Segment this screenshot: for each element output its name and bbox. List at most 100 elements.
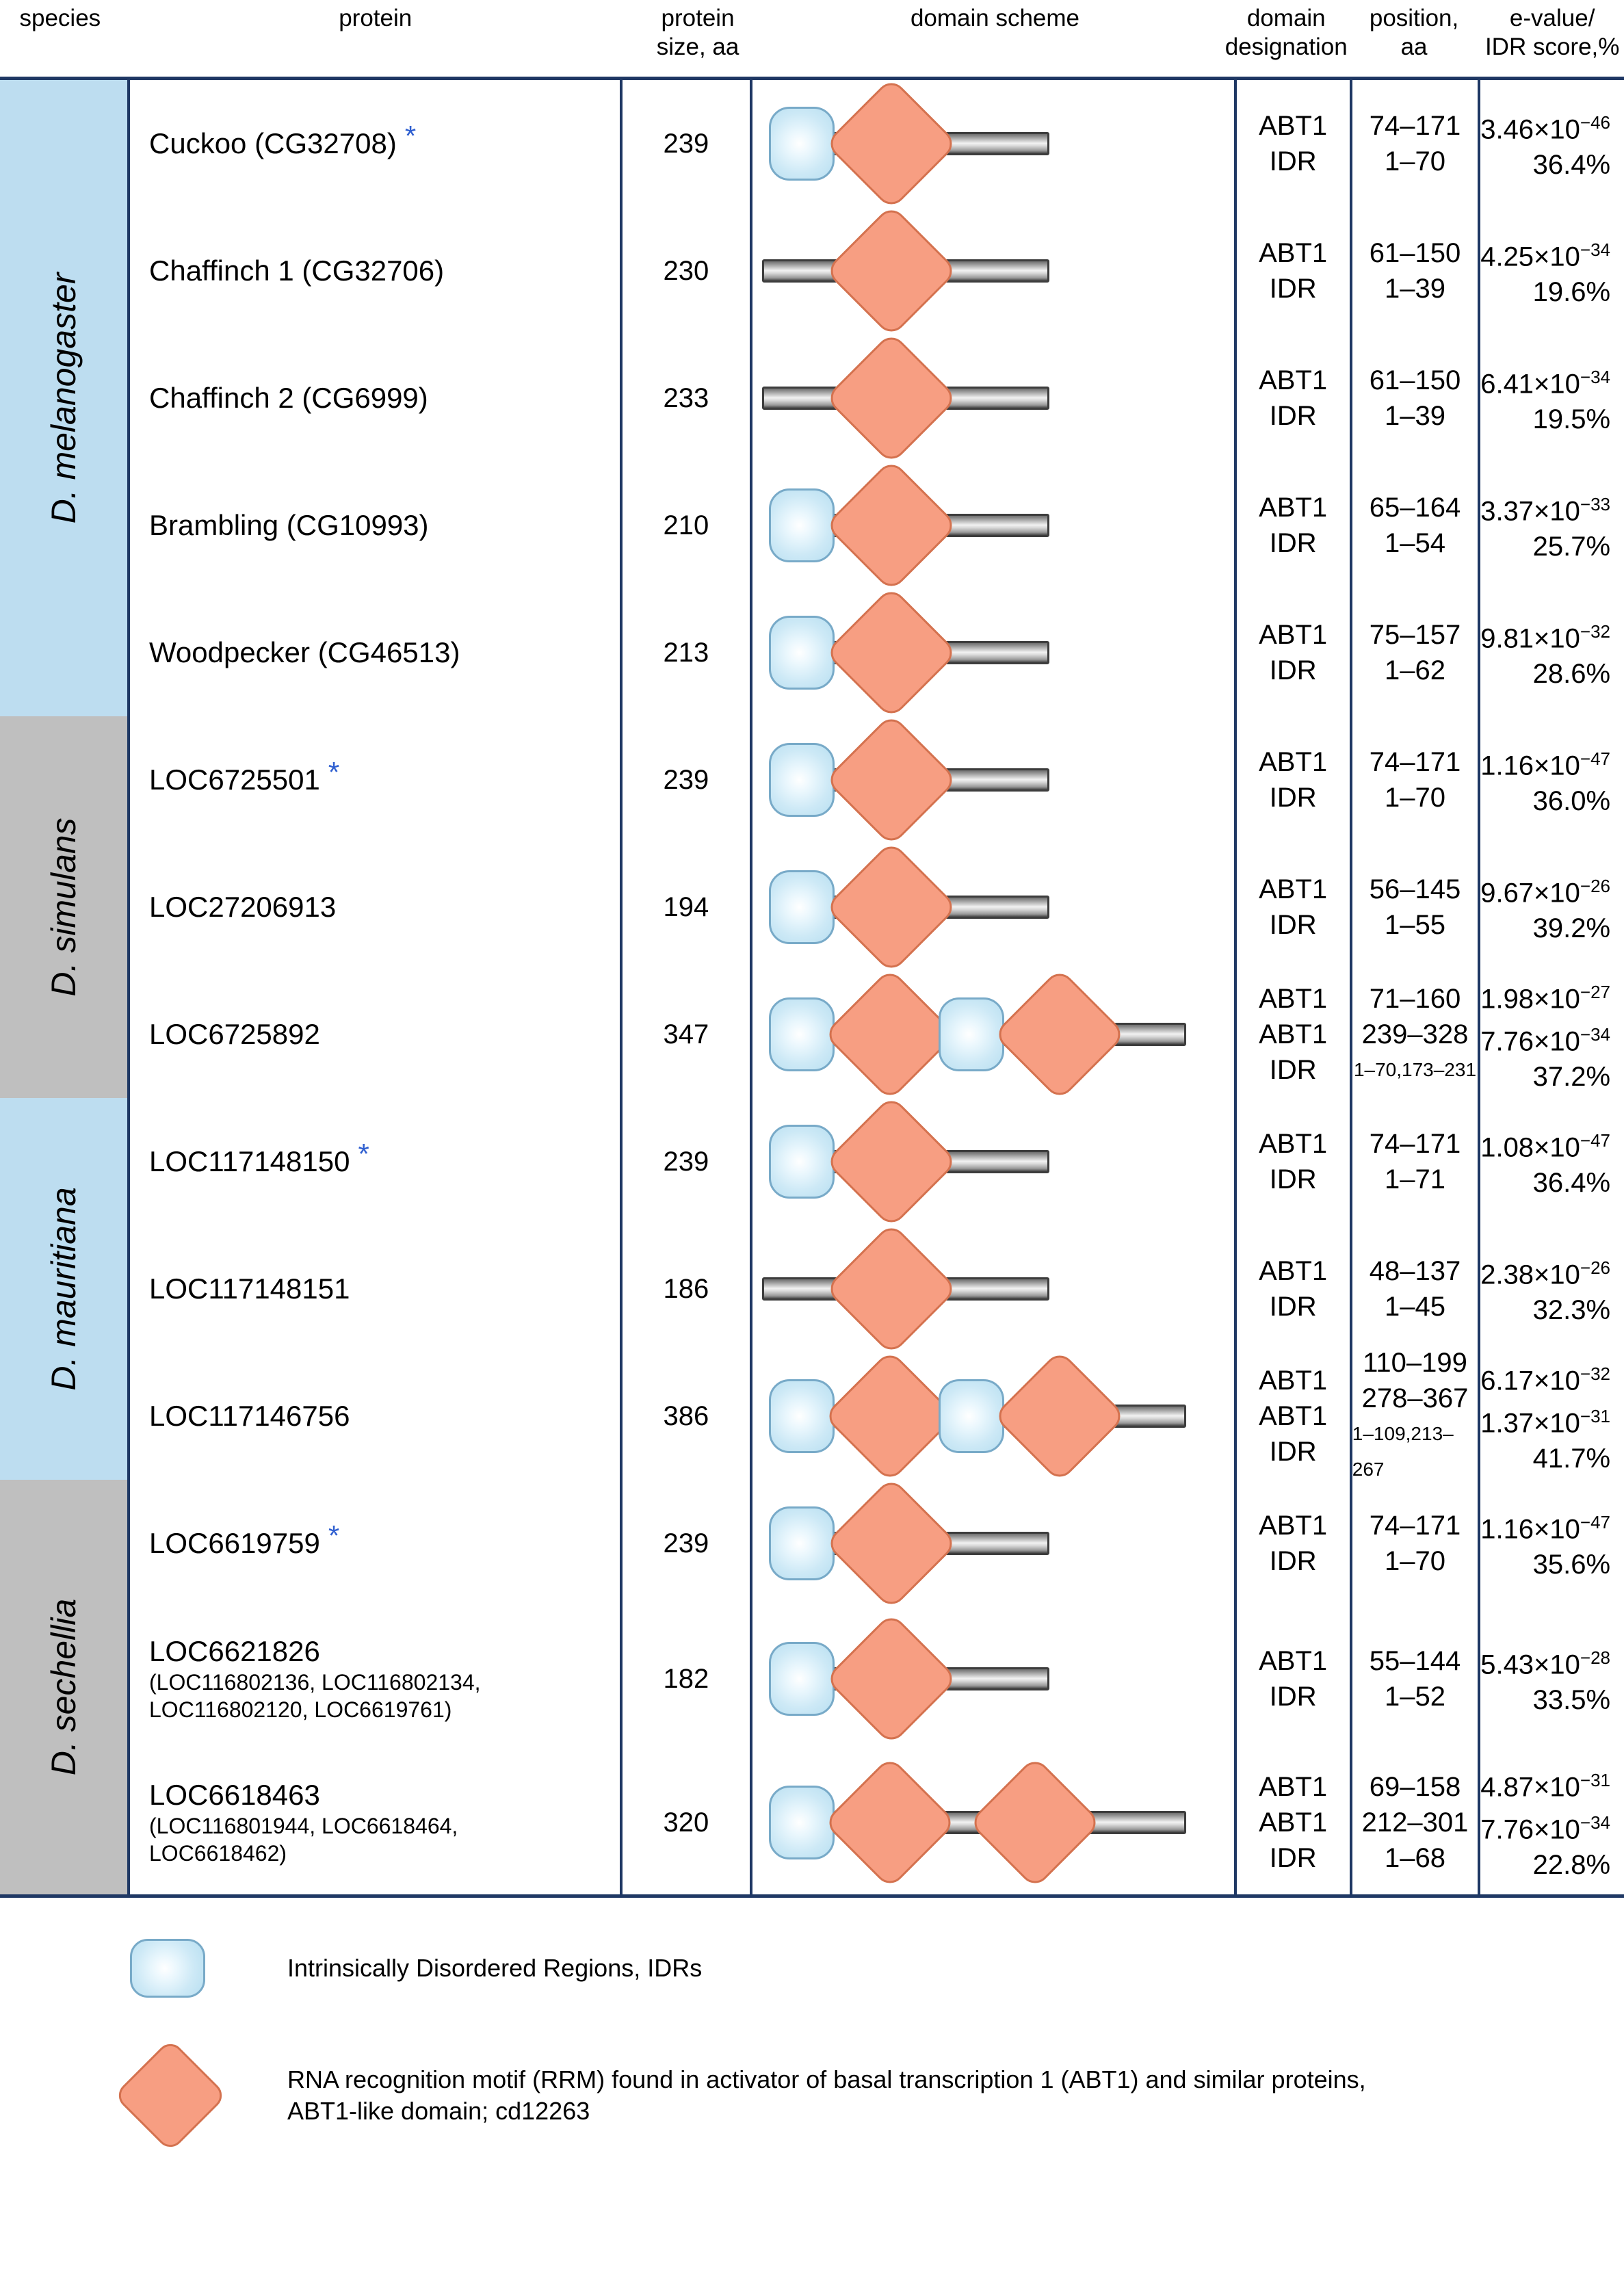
legend-item: Intrinsically Disordered Regions, IDRs [130,1939,702,1998]
evalue-exponent: −34 [1580,1024,1611,1045]
abt1-domain-diamond [822,1349,957,1483]
position-value: 69–158 [1369,1772,1461,1802]
protein-name: LOC27206913 [149,891,337,923]
idr-shape-icon [130,1939,267,1998]
position-value: 1–70 [1385,146,1445,177]
position-value: 1–109,213–267 [1352,1423,1454,1480]
evalue-value: 22.8% [1532,1850,1611,1881]
evalue-value: 6.41×10−34 [1480,366,1611,400]
evalue-value: 1.16×10−47 [1480,1511,1611,1545]
legend-item: RNA recognition motif (RRM) found in act… [113,2038,1366,2153]
header-species: species [19,5,101,31]
domain-designation-value: IDR [1269,146,1317,177]
domain-scheme-graphic [762,1612,1234,1746]
asterisk-marker: * [358,1138,369,1170]
domain-designation-value: ABT1 [1259,984,1328,1014]
evalue-value: 41.7% [1532,1444,1611,1474]
species-label: D. simulans [44,818,83,997]
evalue-value: 32.3% [1532,1295,1611,1326]
evalue-exponent: −28 [1580,1647,1611,1668]
position-value: 1–54 [1385,528,1445,558]
domain-designation-value: ABT1 [1259,747,1328,777]
position-value: 1–39 [1385,274,1445,304]
protein-name-cell: Chaffinch 2 (CG6999) [127,335,620,462]
protein-name: LOC6621826 [149,1635,320,1667]
evalue-value: 4.87×10−31 [1480,1769,1611,1802]
protein-name-cell: LOC6725501* [127,716,620,844]
protein-name-cell: LOC117146756 [127,1353,620,1480]
domain-scheme-cell [749,1607,1234,1751]
domain-designation-value: ABT1 [1259,365,1328,395]
header-position-line2: aa [1400,34,1428,60]
domain-designation-value: IDR [1269,1437,1317,1467]
evalue-value: 3.37×10−33 [1480,493,1611,527]
domain-designation-value: ABT1 [1259,493,1328,523]
domain-designation-value: IDR [1269,1164,1317,1194]
domain-designation-value: IDR [1269,274,1317,304]
idr-shape [938,997,1004,1071]
evalue-value: 6.17×10−32 [1480,1363,1611,1396]
evalue-value: 1.37×10−31 [1480,1406,1611,1439]
domain-scheme-cell [749,1476,1234,1610]
species-cell: D. melanogaster [0,80,127,716]
species-label: D. sechellia [44,1598,83,1776]
domain-designation-value: ABT1 [1259,111,1328,141]
species-cell: D. mauritiana [0,1098,127,1480]
protein-name-cell: LOC6725892 [127,971,620,1098]
evalue-value: 37.2% [1532,1062,1611,1093]
evalue-exponent: −31 [1580,1406,1611,1426]
domain-scheme-graphic [761,331,1234,465]
evalue-value: 25.7% [1532,532,1611,562]
position-value: 1–62 [1385,655,1445,686]
table-row: LOC6621826(LOC116802136, LOC116802134, L… [127,1607,1624,1751]
abt1-domain-diamond [824,1612,958,1746]
abt1-domain-diamond [824,586,958,720]
protein-name: Cuckoo (CG32708)* [149,120,417,160]
idr-shape [768,1786,835,1859]
domain-scheme-graphic [762,1755,1234,1890]
domain-designation-value: IDR [1269,910,1317,940]
protein-size-cell: 347 [620,971,749,1098]
abt1-domain-diamond [824,713,958,847]
domain-designation-value: ABT1 [1259,1366,1328,1396]
evalue-value: 1.16×10−47 [1480,748,1611,781]
species-cell: D. simulans [0,716,127,1098]
header-domain-scheme: domain scheme [910,5,1080,31]
domain-designation-value: ABT1 [1259,1019,1328,1049]
abt1-domain-diamond [992,967,1127,1101]
position-value: 1–70 [1385,1546,1445,1576]
protein-name: LOC6618463 [149,1779,320,1811]
protein-name: LOC117146756 [149,1400,350,1432]
evalue-value: 9.81×10−32 [1480,621,1611,654]
evalue-exponent: −32 [1580,1363,1611,1384]
protein-name: Chaffinch 2 (CG6999) [149,382,428,414]
position-value: 278–367 [1361,1383,1469,1413]
evalue-exponent: −32 [1580,621,1611,642]
header-position: position, aa [1348,0,1481,62]
idr-shape [768,997,835,1071]
evalue-cell: 3.37×10−33 25.7% [1478,462,1624,589]
protein-alias: LOC116802120, LOC6619761) [149,1697,452,1722]
position-value: 1–45 [1385,1292,1445,1322]
protein-size-cell: 239 [620,80,749,207]
abt1-domain-diamond [824,840,958,974]
position-value: 1–68 [1385,1843,1445,1873]
